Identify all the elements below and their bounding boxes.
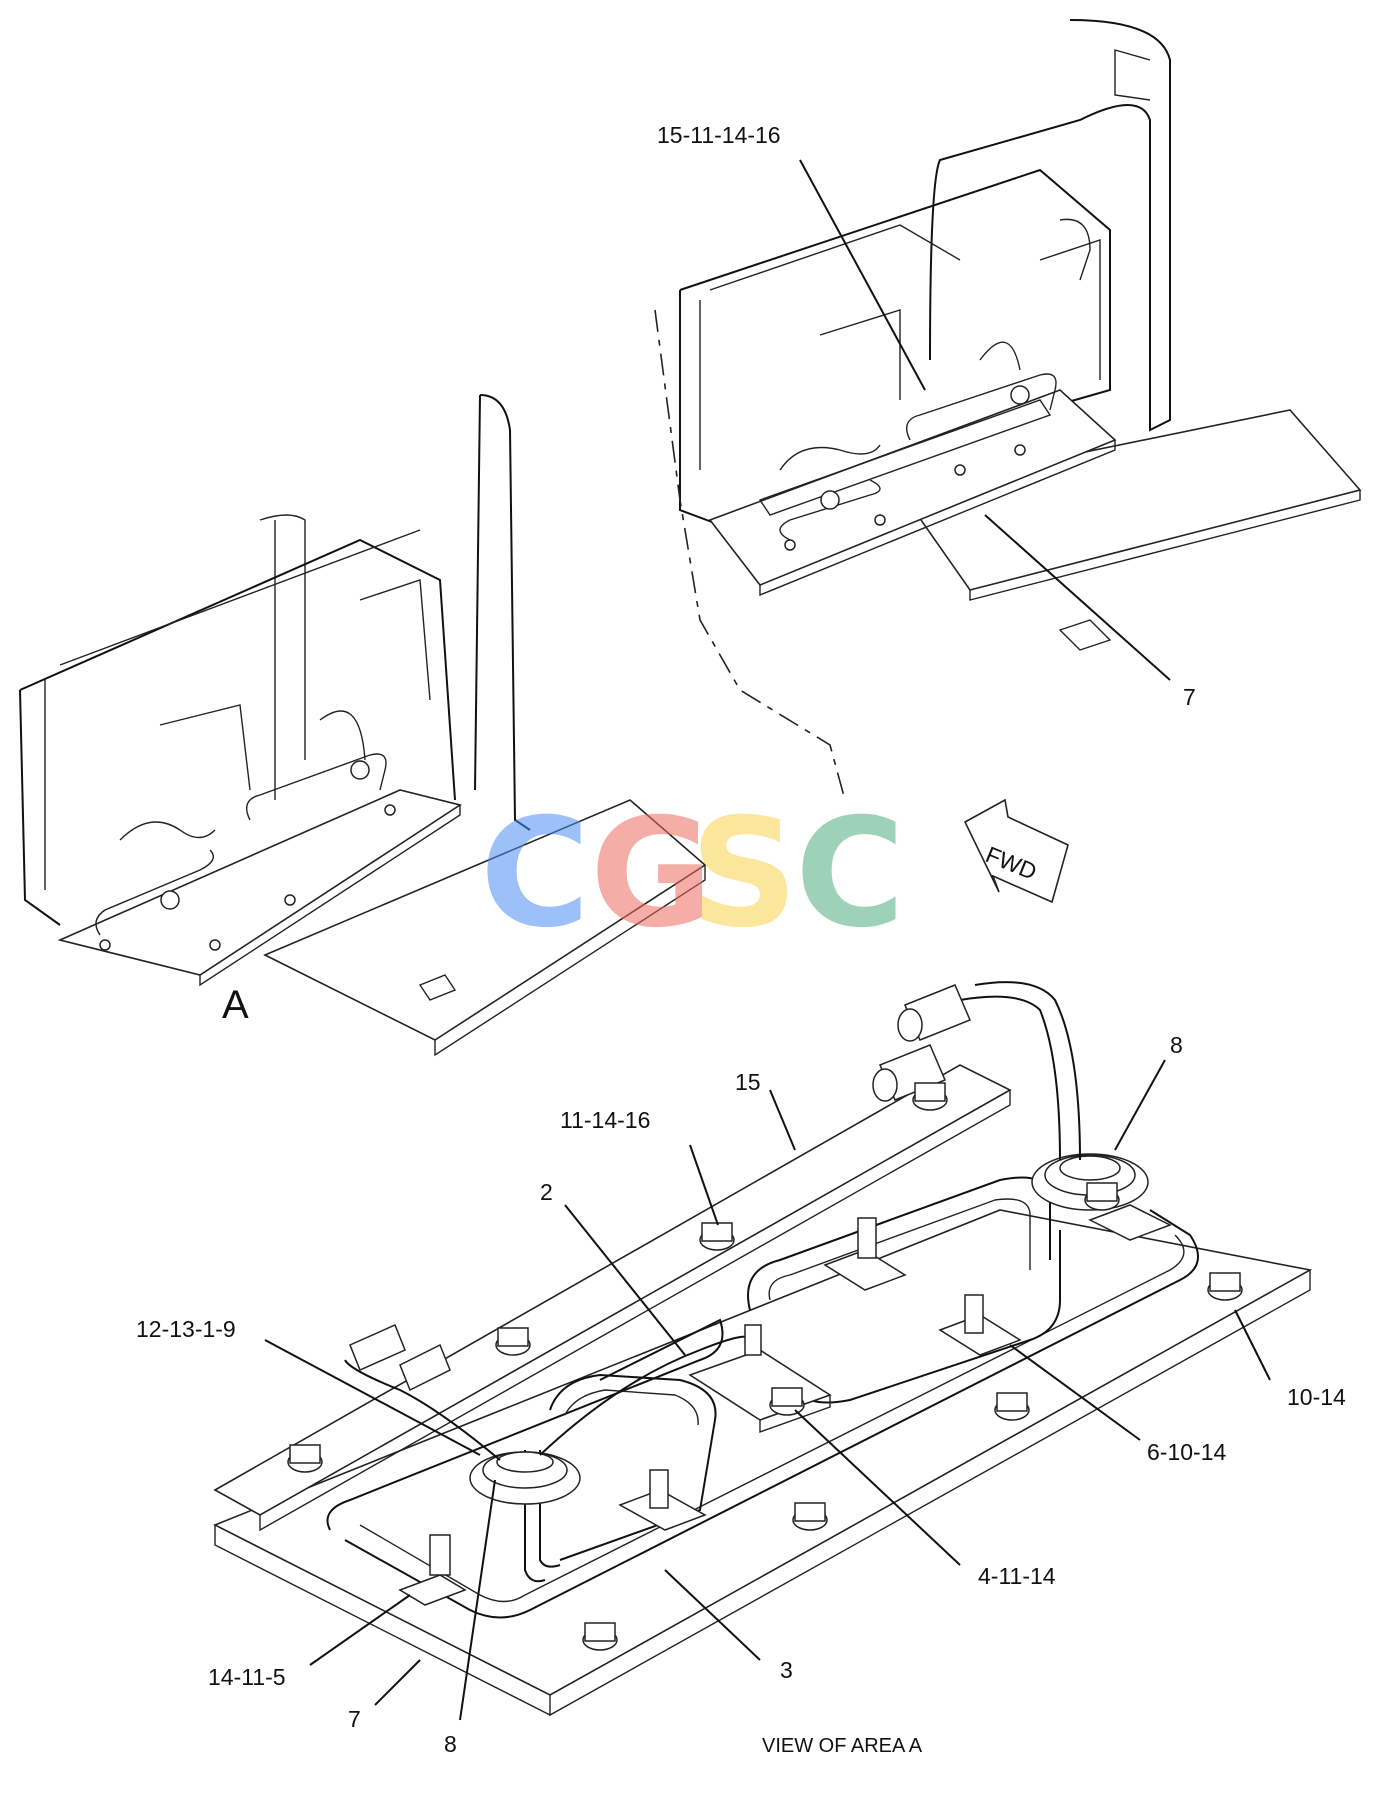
leader-8-top (1114, 1059, 1166, 1151)
callout-2: 2 (540, 1179, 553, 1205)
watermark-letter: G (590, 787, 713, 961)
callout-4-11-14: 4-11-14 (978, 1563, 1056, 1589)
leader-4-11-14 (794, 1409, 961, 1566)
view-caption: VIEW OF AREA A (762, 1735, 923, 1757)
view-label: A (222, 983, 249, 1027)
callout-15: 15 (735, 1069, 761, 1095)
callout-10-14: 10-14 (1287, 1384, 1346, 1410)
callout-7: 7 (348, 1706, 361, 1732)
hex-nut (287, 1082, 1243, 1651)
watermark-letter: C (480, 787, 590, 961)
callout-6-10-14: 6-10-14 (1147, 1439, 1226, 1465)
leader-11-14-16 (689, 1144, 719, 1226)
callout-11-14-16: 11-14-16 (560, 1107, 650, 1133)
leader-10-14 (1234, 1309, 1271, 1381)
watermark-letter: S (690, 787, 798, 961)
callout-3: 3 (780, 1657, 793, 1683)
leader-7 (374, 1659, 421, 1706)
leader-8-bottom (459, 1479, 496, 1721)
leader-15 (769, 1089, 796, 1151)
leader-14-11-5 (309, 1594, 411, 1666)
watermark-letter: C (795, 787, 905, 961)
leader-12-13-1-9 (264, 1339, 481, 1456)
callout-8-top: 8 (1170, 1032, 1183, 1058)
upper-right-assembly (654, 19, 1362, 801)
left-assembly: A (19, 394, 707, 1057)
fwd-arrow: FWD (963, 798, 1069, 904)
leader-2 (564, 1204, 686, 1356)
watermark: C G S C (480, 787, 905, 961)
callout-14-11-5: 14-11-5 (208, 1664, 286, 1690)
callout-7-upper: 7 (1183, 684, 1196, 710)
view-of-area-a (213, 981, 1313, 1721)
leader-3 (664, 1569, 761, 1661)
callout-15-11-14-16: 15-11-14-16 (657, 122, 781, 148)
callout-12-13-1-9: 12-13-1-9 (136, 1316, 236, 1342)
callout-8-bottom: 8 (444, 1731, 457, 1757)
leader-6-10-14 (1009, 1344, 1141, 1441)
